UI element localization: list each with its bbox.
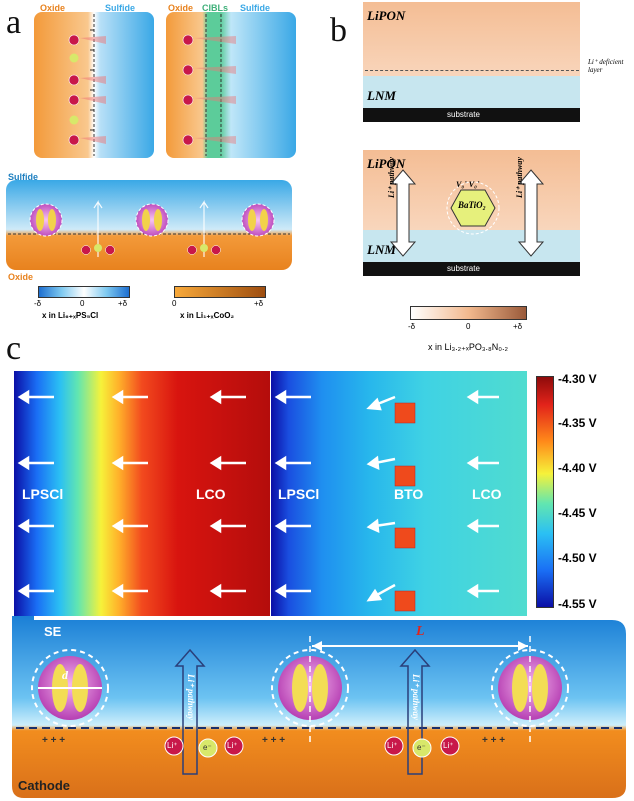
- panel-a-colorbar1-mid: 0: [80, 299, 85, 308]
- panel-a-colorbar2-min: 0: [172, 299, 177, 308]
- panel-a-batio3-interface: [6, 180, 292, 270]
- panel-a-oxide-label: Oxide: [40, 3, 66, 13]
- panel-c-length-label: L: [416, 624, 425, 639]
- panel-b2-substrate-label: substrate: [447, 264, 480, 273]
- panel-letter-c: c: [6, 330, 22, 367]
- panel-c-se-label: SE: [44, 624, 62, 639]
- panel-c-left-arrows: [17, 389, 246, 599]
- panel-c-bto-block-1: [394, 402, 416, 424]
- panel-c-ion-label-2: Li⁺: [227, 741, 238, 750]
- panel-b-colorbar-caption: x in Li₃.₂₊ₓPO₃.₈N₀.₂: [428, 342, 509, 352]
- panel-c-li-ion-1: [164, 736, 184, 756]
- panel-b-lnm-layer: [363, 76, 580, 110]
- panel-letter-b: b: [330, 12, 347, 49]
- panel-b2-particle-label: BaTiO₂: [458, 200, 486, 210]
- panel-c-electron-label-2: e⁻: [417, 743, 426, 752]
- panel-c-li-ion-2: [224, 736, 244, 756]
- panel-c-d-label: d: [62, 668, 68, 682]
- panel-a-sulfide-label: Sulfide: [105, 3, 136, 13]
- panel-b-colorbar-min: -δ: [408, 322, 416, 331]
- panel-c-colorbar: [536, 376, 554, 608]
- panel-letter-a: a: [6, 4, 22, 41]
- panel-c-bto-block-4: [394, 590, 416, 612]
- panel-b-deficient-label: Li⁺ deficient layer: [588, 58, 624, 74]
- panel-c-pathway-arrow-1: [174, 648, 206, 775]
- panel-c-left-potential-map: [14, 371, 270, 616]
- panel-c-colorbar-tick-3: -4.45 V: [558, 506, 597, 520]
- panel-a-colorbar1-caption: x in Li₆₊ₓPS₅Cl: [42, 311, 99, 320]
- panel-c-colorbar-tick-1: -4.35 V: [558, 416, 597, 430]
- panel-a-bottom-oxide-label: Oxide: [8, 272, 34, 282]
- panel-a-colorbar2-caption: x in Li₁₊ₓCoO₂: [180, 311, 235, 320]
- panel-c-left-lpscl-label: LPSCl: [22, 486, 64, 502]
- panel-c-particle-2: [271, 636, 349, 744]
- panel-a-interface-oxide-sulfide: [34, 12, 154, 158]
- panel-a-colorbar-oxide: [174, 286, 266, 298]
- panel-c-left-lco-label: LCO: [196, 486, 226, 502]
- panel-b-substrate: [363, 108, 580, 122]
- panel-b2-pathway-arrow-left: [389, 169, 417, 257]
- panel-c-li-ion-4: [440, 736, 460, 756]
- panel-a-colorbar1-max: +δ: [118, 299, 128, 308]
- panel-b2-pathway-label-left: Li⁺ pathway: [387, 157, 396, 198]
- panel-c-pathway-label-2: Li⁺ pathway: [411, 674, 421, 721]
- panel-c-colorbar-tick-4: -4.50 V: [558, 551, 597, 565]
- panel-c-right-bto-label: BTO: [394, 486, 424, 502]
- panel-c-colorbar-tick-2: -4.40 V: [558, 461, 597, 475]
- svg-text:+ + +: + + +: [482, 735, 505, 746]
- panel-a-particle-2: [135, 203, 169, 237]
- panel-c-bto-block-3: [394, 527, 416, 549]
- panel-c-bto-block-2: [394, 465, 416, 487]
- panel-a-particle-3: [241, 203, 275, 237]
- panel-b2-batio-particle: [450, 189, 496, 227]
- panel-c-cathode-label: Cathode: [18, 778, 70, 793]
- panel-b-colorbar: [410, 306, 527, 320]
- panel-c-right-arrows: [274, 389, 499, 612]
- panel-b2-vacancy-label: V₀˙ V₀˙: [456, 180, 480, 189]
- panel-b-lipon-label: LiPON: [367, 8, 406, 23]
- panel-a-particle-1: [29, 203, 63, 237]
- panel-c-right-lpscl-label: LPSCl: [278, 486, 320, 502]
- panel-a-interface-cibls: [166, 12, 296, 158]
- panel-c-colorbar-tick-0: -4.30 V: [558, 372, 597, 386]
- svg-text:+ + +: + + +: [262, 735, 285, 746]
- panel-b2-pathways: [389, 169, 545, 257]
- panel-b-substrate-label: substrate: [447, 110, 480, 119]
- svg-text:+ + +: + + +: [42, 735, 65, 746]
- panel-c-pathway-label-1: Li⁺ pathway: [186, 674, 196, 721]
- panel-b2-lnm-label: LNM: [367, 242, 396, 257]
- panel-b2-substrate: [363, 262, 580, 276]
- panel-c-electron-2: [412, 738, 432, 758]
- panel-c-li-ion-3: [384, 736, 404, 756]
- panel-c-particle-3: [491, 636, 569, 744]
- panel-a-colorbar1-min: -δ: [34, 299, 42, 308]
- panel-b2-lipon-label: LiPON: [367, 156, 406, 171]
- panel-c-electron-1: [198, 738, 218, 758]
- panel-b2-pathway-arrow-right: [517, 169, 545, 257]
- panel-c-ion-label-1: Li⁺: [167, 741, 178, 750]
- panel-a-cibls-label: CIBLs: [202, 3, 229, 13]
- panel-a-colorbar2-max: +δ: [254, 299, 264, 308]
- panel-b-interface-line: [365, 70, 579, 75]
- panel-c-pathway-arrow-2: [399, 648, 431, 775]
- panel-a-oxide-label-2: Oxide: [168, 3, 194, 13]
- panel-c-ion-label-4: Li⁺: [443, 741, 454, 750]
- panel-c-ion-label-3: Li⁺: [387, 741, 398, 750]
- panel-a-bottom-sulfide-label: Sulfide: [8, 172, 39, 182]
- panel-b2-pathway-label-right: Li⁺ pathway: [515, 157, 524, 198]
- panel-b-lnm-label: LNM: [367, 88, 396, 103]
- panel-a-sulfide-label-2: Sulfide: [240, 3, 271, 13]
- panel-c-right-lco-label: LCO: [472, 486, 502, 502]
- panel-c-colorbar-tick-5: -4.55 V: [558, 597, 597, 611]
- panel-b-colorbar-mid: 0: [466, 322, 471, 331]
- panel-c-particle-1: [31, 649, 109, 727]
- panel-c-interface-schematic: + + + + + + + + +: [12, 616, 626, 798]
- panel-b-colorbar-max: +δ: [513, 322, 523, 331]
- panel-a-colorbar-sulfide: [38, 286, 130, 298]
- panel-c-electron-label-1: e⁻: [203, 743, 212, 752]
